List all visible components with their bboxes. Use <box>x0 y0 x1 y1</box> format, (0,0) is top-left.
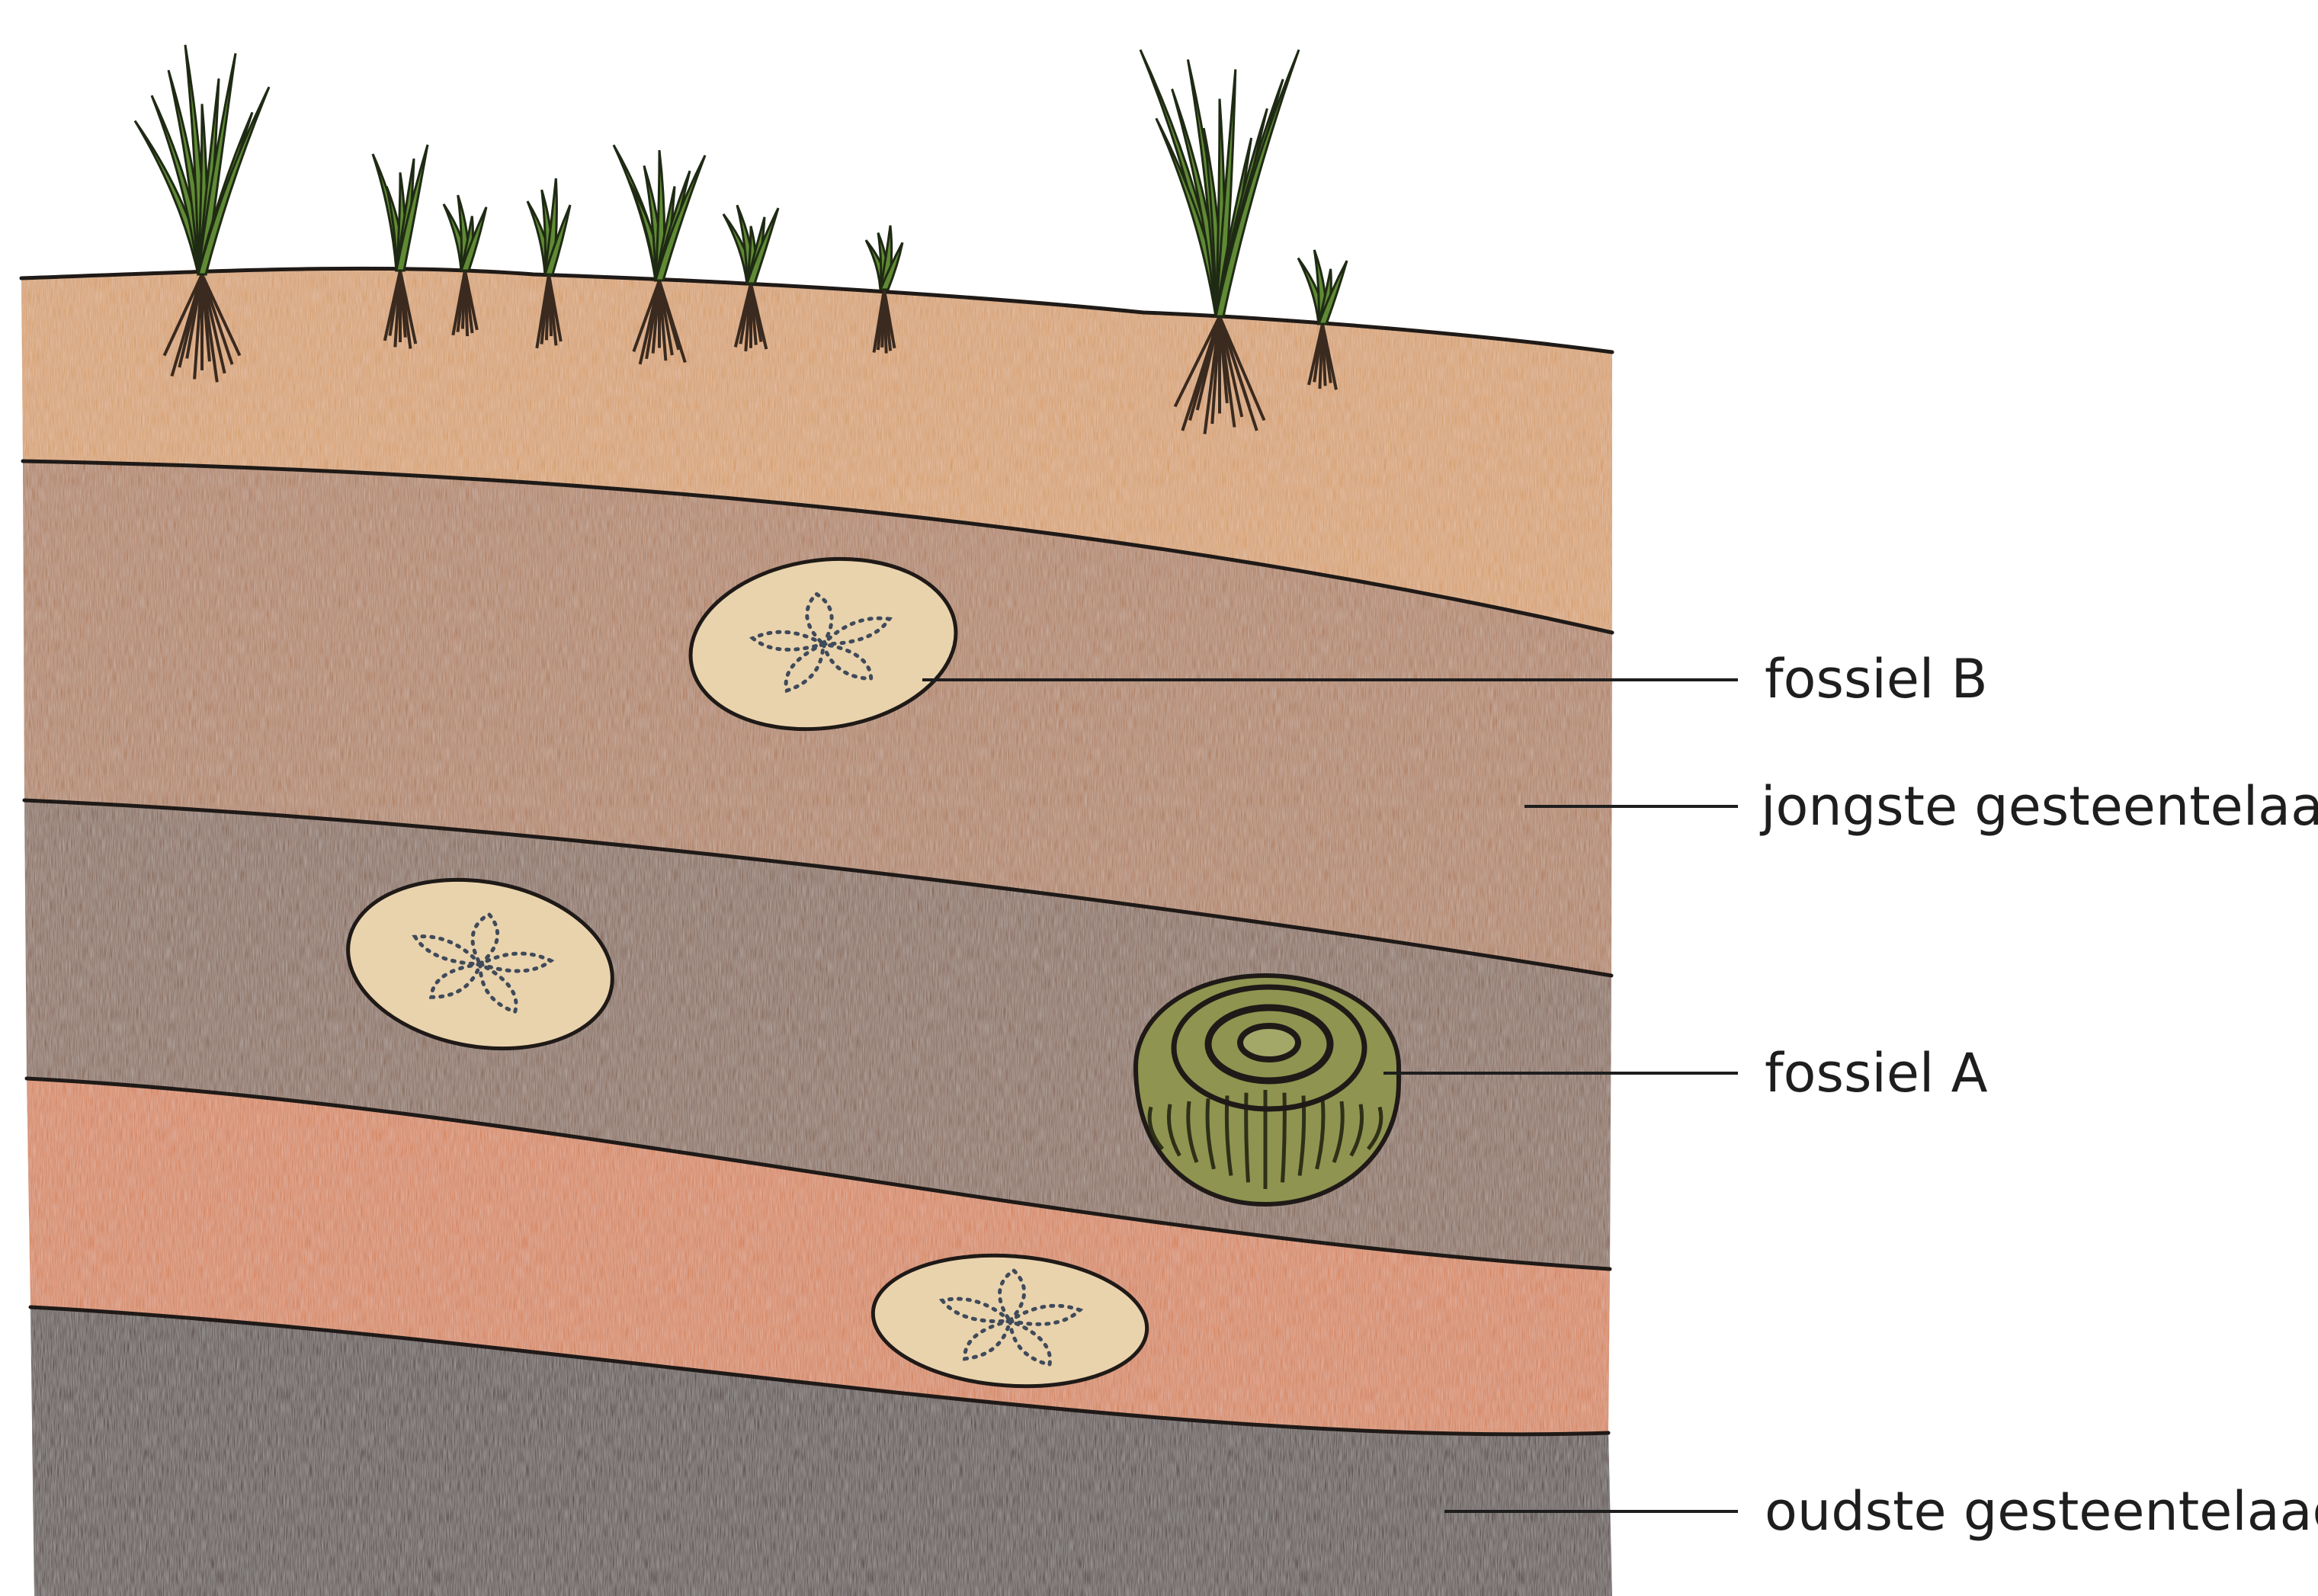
label-oldest-layer: oudste gesteentelaag <box>1765 1480 2318 1543</box>
fossil-a-coral-icon <box>1136 976 1399 1204</box>
label-fossil-a: fossiel A <box>1765 1042 1988 1104</box>
label-fossil-b: fossiel B <box>1765 648 1988 710</box>
label-youngest-layer: jongste gesteentelaag <box>1759 775 2318 838</box>
